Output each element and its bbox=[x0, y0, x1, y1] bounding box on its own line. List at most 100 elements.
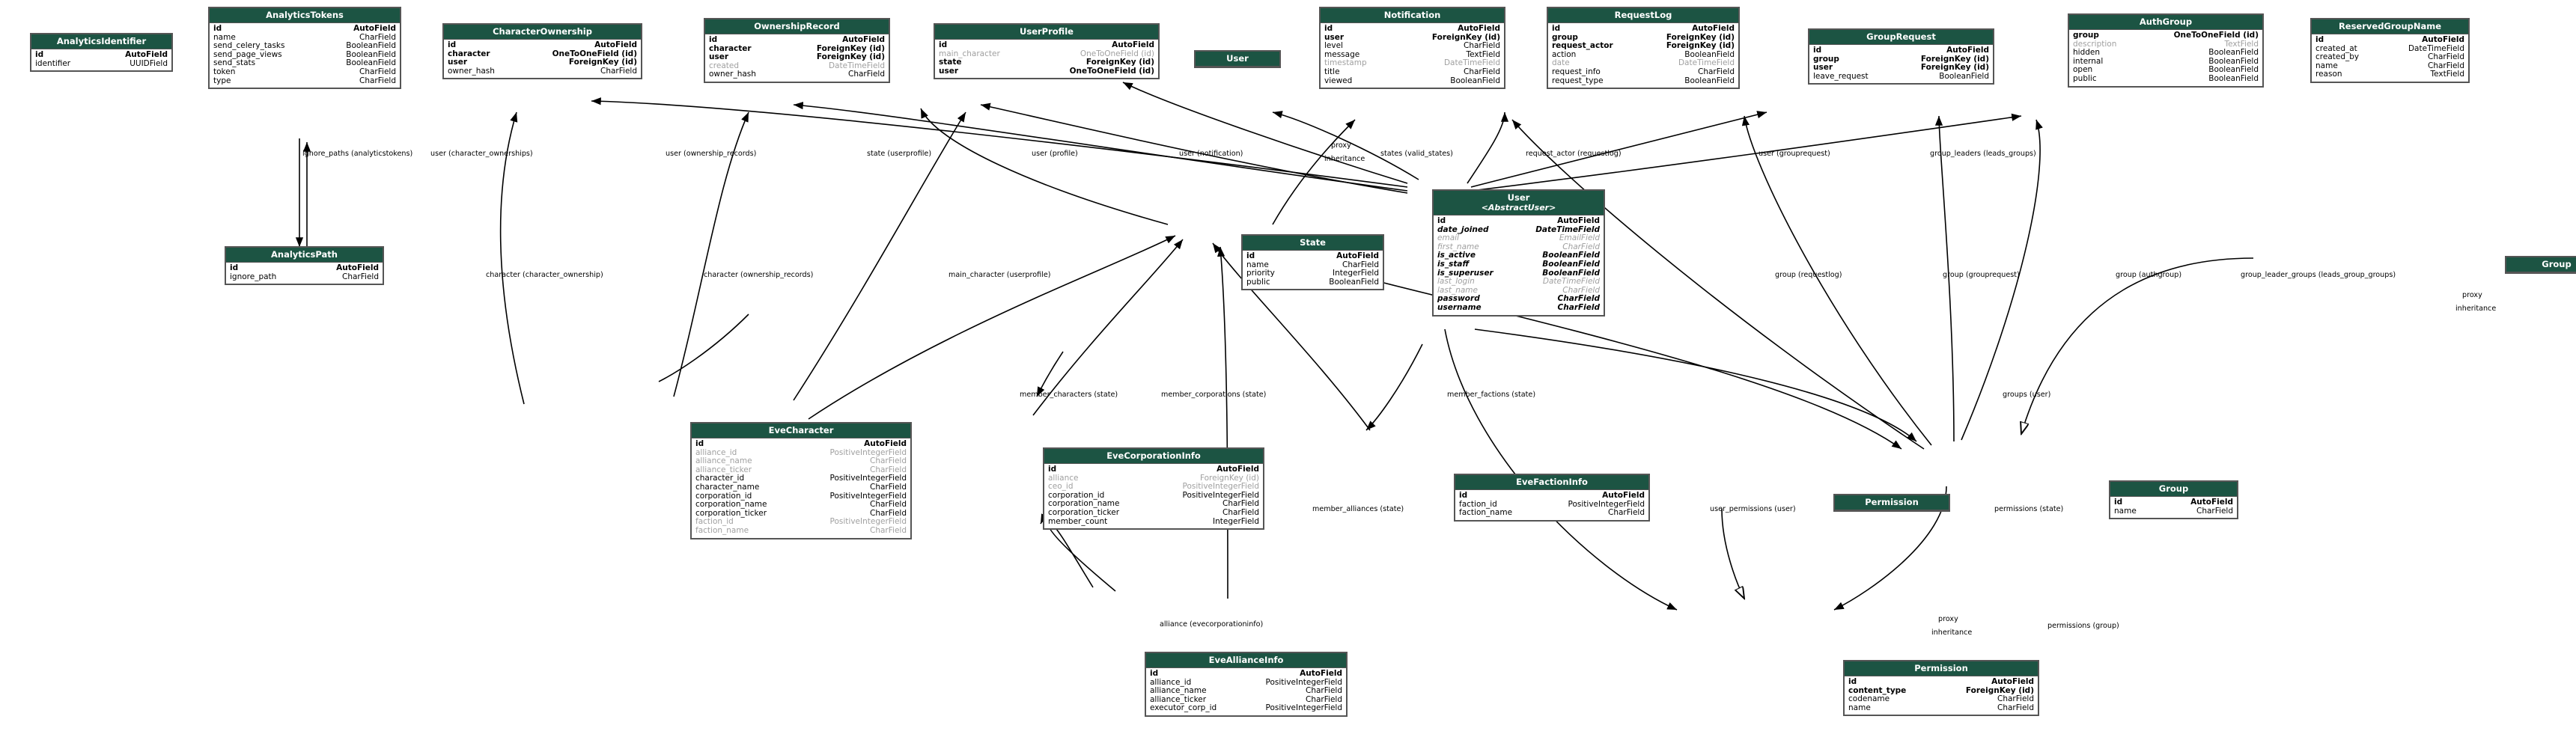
field-type: AutoField bbox=[2422, 35, 2464, 44]
field-name: id bbox=[213, 24, 222, 33]
entity-permission[interactable]: Permission bbox=[1833, 494, 1950, 512]
field-type: CharField bbox=[2428, 52, 2464, 62]
field-type: PositiveIntegerField bbox=[1265, 677, 1342, 687]
relationship-label: ignore_paths (analyticstokens) bbox=[302, 150, 413, 158]
field-type: BooleanField bbox=[1542, 259, 1600, 269]
relationship-label: user (character_ownerships) bbox=[430, 150, 533, 158]
relationship-label: group_leader_groups (leads_group_groups) bbox=[2241, 271, 2396, 279]
field-type: BooleanField bbox=[1542, 251, 1600, 260]
field-type: CharField bbox=[870, 465, 907, 474]
field-name: email bbox=[1437, 233, 1459, 243]
field-type: ForeignKey (id) bbox=[1965, 685, 2034, 695]
field-type: DateTimeField bbox=[1542, 277, 1600, 287]
field-name: id bbox=[1150, 669, 1159, 678]
field-type: AutoField bbox=[594, 40, 637, 49]
entity-title: GroupRequest bbox=[1809, 30, 1993, 45]
field-type: CharField bbox=[2428, 61, 2464, 70]
field-name: id bbox=[448, 40, 457, 49]
field-type: ForeignKey (id) bbox=[1085, 58, 1154, 67]
field-name: name bbox=[2114, 506, 2137, 516]
field-name: id bbox=[1459, 491, 1468, 500]
field-type: DateTimeField bbox=[1678, 58, 1735, 68]
field-type: CharField bbox=[1608, 508, 1645, 518]
field-type: UUIDField bbox=[130, 58, 168, 68]
relationship-label: state (userprofile) bbox=[867, 150, 932, 158]
entity-title: AnalyticsPath bbox=[226, 248, 383, 263]
relationship-label: group (grouprequest) bbox=[1943, 271, 2020, 279]
field-type: CharField bbox=[870, 500, 907, 510]
relationship-label: main_character (userprofile) bbox=[949, 271, 1051, 279]
entity-title: CharacterOwnership bbox=[444, 25, 641, 40]
field-name: id bbox=[1048, 465, 1057, 474]
field-name: message bbox=[1324, 49, 1360, 59]
field-name: action bbox=[1552, 49, 1577, 59]
field-type: BooleanField bbox=[346, 49, 396, 59]
field-name: created_by bbox=[2315, 52, 2360, 62]
field-name: user bbox=[448, 58, 468, 67]
field-type: BooleanField bbox=[2208, 65, 2259, 75]
field-name: id bbox=[1246, 251, 1255, 260]
field-type: TextField bbox=[2430, 70, 2464, 79]
relationship-label: group (authgroup) bbox=[2116, 271, 2182, 279]
entity-user[interactable]: User bbox=[1194, 50, 1281, 68]
relationship-label: proxy bbox=[1938, 615, 1958, 623]
field-name: user bbox=[1324, 32, 1345, 42]
field-name: ceo_id bbox=[1048, 482, 1074, 492]
field-type: CharField bbox=[1306, 686, 1342, 696]
field-type: CharField bbox=[359, 67, 396, 76]
relationship-label: states (valid_states) bbox=[1380, 150, 1453, 158]
field-type: PositiveIntegerField bbox=[1182, 482, 1259, 492]
field-type: ForeignKey (id) bbox=[1199, 473, 1259, 483]
field-name: is_staff bbox=[1437, 259, 1470, 269]
field-name: faction_id bbox=[1459, 499, 1497, 509]
entity-group[interactable]: Group bbox=[2505, 256, 2576, 274]
relationship-label: inheritance bbox=[1931, 629, 1973, 637]
relationship-label: character (character_ownership) bbox=[486, 271, 603, 279]
entity-title: EveCharacter bbox=[692, 424, 910, 438]
relationship-label: permissions (state) bbox=[1994, 505, 2064, 513]
field-type: AutoField bbox=[1217, 465, 1259, 474]
field-type: BooleanField bbox=[2208, 48, 2259, 58]
field-type: EmailField bbox=[1559, 233, 1600, 243]
